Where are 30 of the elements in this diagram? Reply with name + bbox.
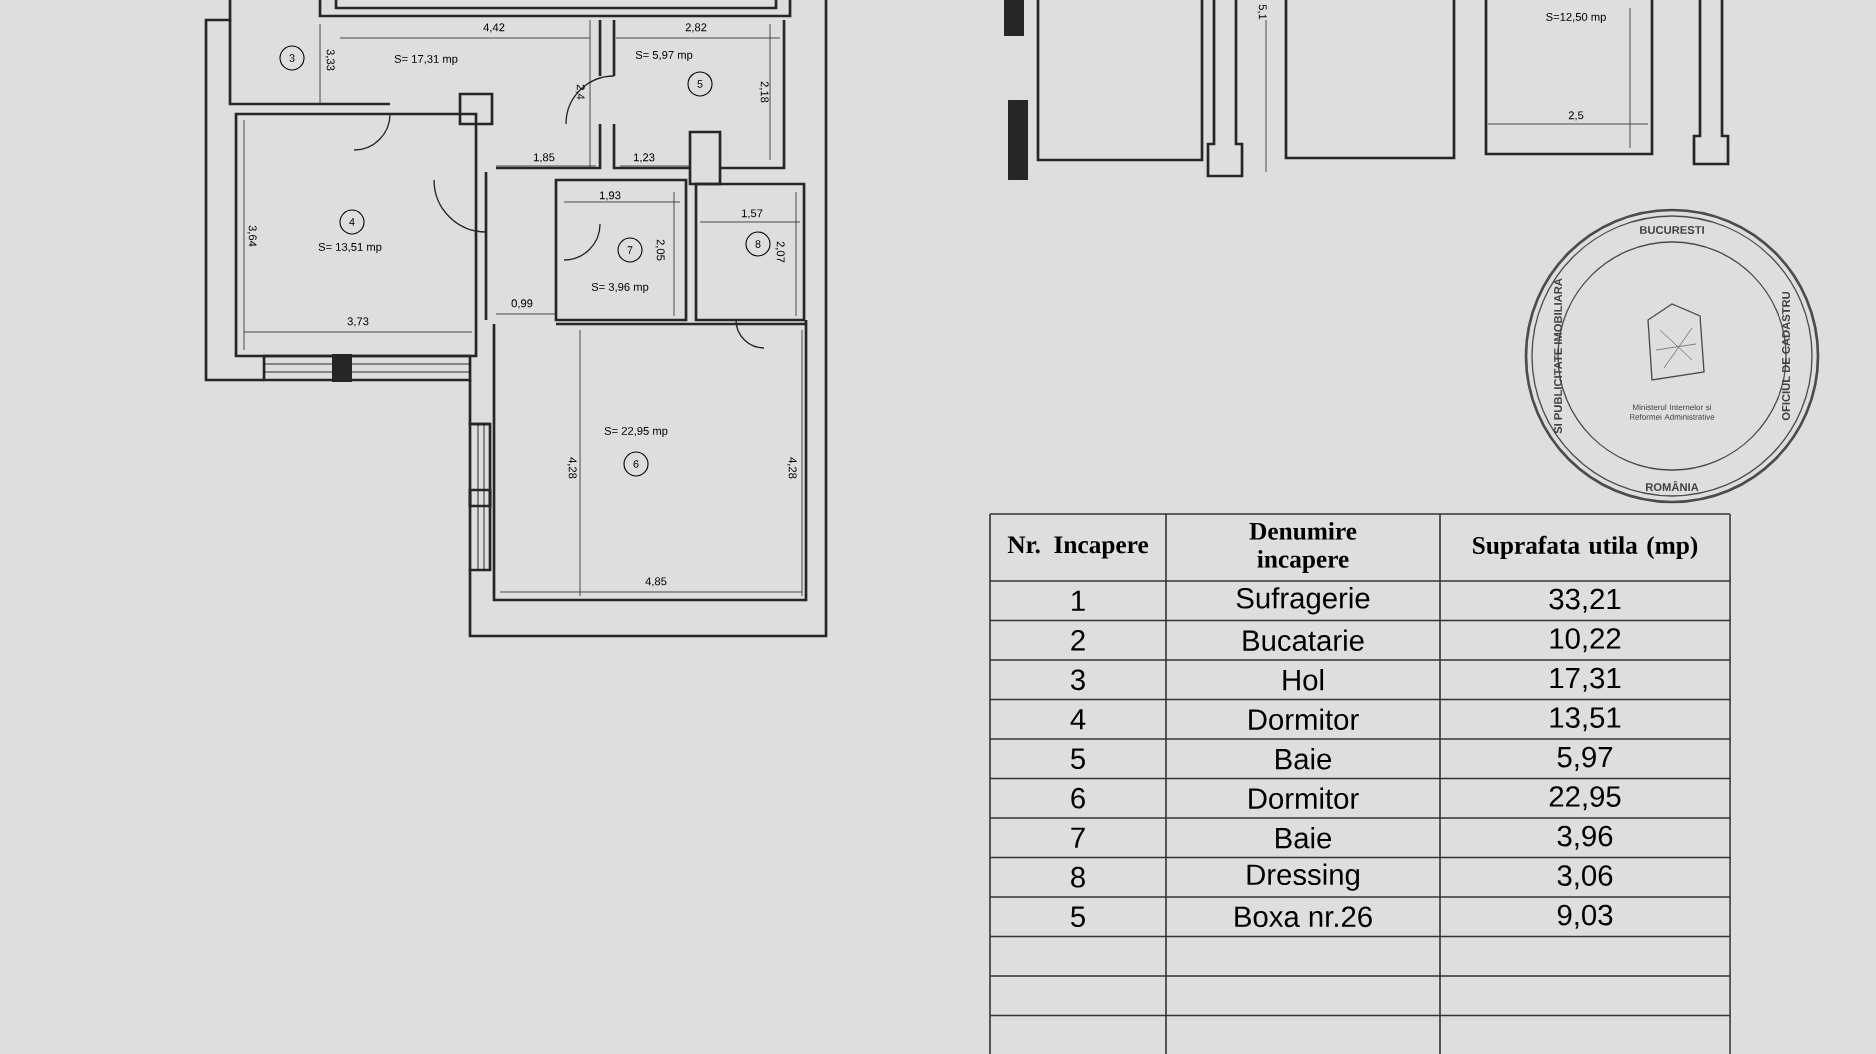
- column-header: Suprafata utila (mp): [1473, 535, 1698, 560]
- room-area: 22,95: [1549, 786, 1621, 811]
- room-name: Sufragerie: [1236, 587, 1370, 615]
- room-name: Dressing: [1247, 863, 1359, 891]
- room-area: 3,96: [1557, 825, 1613, 850]
- column-header: Nr. Incapere: [1007, 536, 1149, 559]
- room-area: 13,51: [1550, 707, 1621, 732]
- room-name: Hol: [1283, 669, 1324, 691]
- room-name: Boxa nr.26: [1235, 906, 1372, 928]
- room-area: 10,22: [1550, 628, 1621, 653]
- room-number: 6: [1071, 787, 1085, 809]
- room-name: Dormitor: [1249, 787, 1359, 809]
- room-name: Baie: [1276, 748, 1332, 770]
- column-header: Denumire incapere: [1249, 522, 1357, 573]
- room-number: 5: [1071, 906, 1085, 927]
- room-area: 9,03: [1557, 904, 1613, 929]
- room-area: 3,06: [1557, 865, 1613, 890]
- room-number: 4: [1070, 709, 1086, 730]
- room-number: 5: [1071, 748, 1085, 769]
- room-area: 17,31: [1550, 667, 1621, 692]
- room-number: 1: [1072, 590, 1085, 611]
- room-area: 33,21: [1549, 588, 1621, 613]
- room-number: 7: [1071, 827, 1085, 848]
- room-name: Dormitor: [1249, 708, 1359, 730]
- room-name: Baie: [1276, 827, 1332, 849]
- room-number: 3: [1071, 669, 1085, 691]
- room-number: 2: [1071, 630, 1085, 651]
- room-number: 8: [1071, 866, 1085, 888]
- room-area: 5,97: [1557, 746, 1613, 771]
- room-name: Bucatarie: [1243, 629, 1364, 651]
